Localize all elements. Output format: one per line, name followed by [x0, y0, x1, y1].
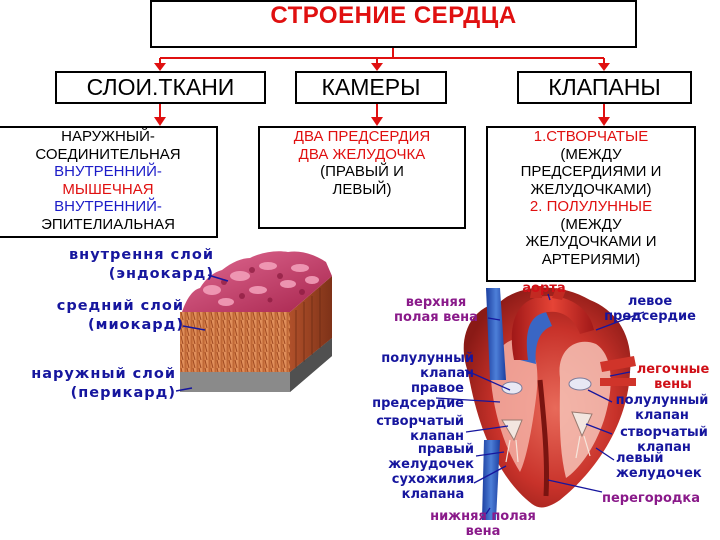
left-atrium-label-line2: предсердие: [604, 309, 696, 324]
category-layers-box: СЛОИ.ТКАНИ: [55, 71, 266, 104]
arrow-head-icon: [154, 117, 166, 126]
leader-line: [182, 325, 206, 331]
cuspid-valve-label-right-line2: клапан: [637, 440, 691, 455]
left-ventricle-cavity: [559, 341, 611, 478]
title-box: СТРОЕНИЕ СЕРДЦА: [150, 0, 637, 48]
valves-line: ЖЕЛУДОЧКАМИ): [530, 180, 652, 198]
septum-wall: [537, 379, 550, 497]
cuspid-valve-label-left-line2: клапан: [410, 429, 464, 444]
arrow-head-icon: [598, 117, 610, 126]
left-atrium-label: левое предсердие: [600, 294, 700, 324]
category-layers-label: СЛОИ.ТКАНИ: [86, 74, 235, 100]
myocardium-label-line2: (миокард): [88, 317, 184, 333]
svc-label-line2: полая вена: [394, 310, 478, 325]
right-ventricle-label-line2: желудочек: [388, 457, 474, 472]
chambers-description-box: ДВА ПРЕДСЕРДИЯ ДВА ЖЕЛУДОЧКА (ПРАВЫЙ И Л…: [258, 126, 466, 229]
svc-label: верхняя полая вена: [386, 295, 486, 325]
arrow-head-icon: [598, 63, 610, 71]
pericardium-label-line1: наружный слой: [31, 366, 176, 382]
valves-line: (МЕЖДУ: [560, 215, 622, 233]
cuspid-valve-label-right-line1: створчатый: [620, 425, 708, 440]
myocardium-label: средний слой (миокард): [36, 297, 184, 335]
ivc-label: нижняя полая вена: [418, 509, 548, 539]
semilunar-valve-label-right-line2: клапан: [635, 408, 689, 423]
leader-line: [175, 387, 193, 392]
ivc-label-line2: вена: [465, 524, 501, 539]
ivc-label-line1: нижняя полая: [430, 509, 536, 524]
superior-vena-cava: [486, 288, 506, 380]
right-ventricle-label-line1: правый: [417, 442, 474, 457]
valve-shape: [501, 419, 523, 442]
aorta-label: аорта: [522, 281, 566, 296]
chordae-label-line2: клапана: [401, 487, 465, 502]
myocardium-layer: [180, 312, 290, 372]
chambers-line: ЛЕВЫЙ): [332, 180, 392, 198]
left-ventricle-label: левый желудочек: [616, 451, 718, 481]
svc-label-line1: верхняя: [405, 295, 467, 310]
semilunar-valve-label-left-line1: полулунный: [381, 351, 474, 366]
right-atrium-label-line2: предсердие: [372, 396, 464, 411]
layers-line: МЫШЕЧНАЯ: [62, 180, 154, 198]
category-valves-box: КЛАПАНЫ: [517, 71, 692, 104]
valves-description-box: 1.СТВОРЧАТЫЕ (МЕЖДУ ПРЕДСЕРДИЯМИ И ЖЕЛУД…: [486, 126, 696, 282]
left-atrium-label-line1: левое: [627, 294, 673, 309]
arrow-head-icon: [154, 63, 166, 71]
layers-line: ВНУТРЕННИЙ-: [54, 163, 162, 180]
septum-label: перегородка: [602, 491, 700, 506]
aorta-arch: [511, 296, 594, 360]
pulmonary-veins: [600, 356, 636, 372]
semilunar-valve-label-left-line2: клапан: [420, 366, 474, 381]
pulmonary-veins-label-line2: вены: [654, 377, 692, 392]
chordae-label-line1: сухожилия: [391, 472, 475, 487]
right-atrium-label: правое предсердие: [356, 381, 464, 411]
leader-line: [207, 274, 229, 282]
category-chambers-box: КАМЕРЫ: [295, 71, 447, 104]
chambers-line: ДВА ПРЕДСЕРДИЯ: [293, 128, 431, 145]
chambers-line: (ПРАВЫЙ И: [320, 163, 404, 180]
layers-description-box: НАРУЖНЫЙ- СОЕДИНИТЕЛЬНАЯ ВНУТРЕННИЙ- МЫШ…: [0, 126, 218, 238]
endocardium-label: внутрення слой (эндокард): [36, 246, 214, 284]
semilunar-valve-label-right: полулунный клапан: [610, 393, 714, 423]
cuspid-valve-label-right: створчатый клапан: [612, 425, 716, 455]
left-ventricle-label-line2: желудочек: [616, 466, 702, 481]
chambers-line: ДВА ЖЕЛУДОЧКА: [298, 145, 426, 163]
category-chambers-label: КАМЕРЫ: [321, 74, 421, 100]
endocardium-label-line1: внутрення слой: [69, 247, 214, 263]
right-ventricle-label: правый желудочек: [368, 442, 474, 472]
myocardium-label-line1: средний слой: [56, 298, 184, 314]
chordae-label: сухожилия клапана: [384, 472, 482, 502]
layers-line: ЭПИТЕЛИАЛЬНАЯ: [41, 215, 175, 233]
layers-line: НАРУЖНЫЙ-: [61, 128, 155, 145]
valve-shape: [568, 377, 592, 391]
category-valves-label: КЛАПАНЫ: [548, 74, 661, 100]
pulmonary-veins-label-line1: легочные: [636, 362, 710, 377]
semilunar-valve-label-left: полулунный клапан: [366, 351, 474, 381]
right-atrium-label-line1: правое: [410, 381, 464, 396]
layers-line: ВНУТРЕННИЙ-: [54, 198, 162, 215]
semilunar-valve-label-right-line1: полулунный: [615, 393, 709, 408]
valves-line: ПРЕДСЕРДИЯМИ И: [520, 163, 662, 180]
left-ventricle-label-line1: левый: [616, 451, 664, 466]
cuspid-valve-label-left: створчатый клапан: [356, 414, 464, 444]
valves-line: АРТЕРИЯМИ): [541, 250, 641, 268]
layers-line: СОЕДИНИТЕЛЬНАЯ: [35, 145, 181, 163]
arrow-head-icon: [371, 117, 383, 126]
valves-line: (МЕЖДУ: [560, 145, 622, 163]
pericardium-label: наружный слой (перикард): [10, 365, 176, 403]
page-title: СТРОЕНИЕ СЕРДЦА: [270, 2, 517, 29]
cuspid-valve-label-left-line1: створчатый: [376, 414, 464, 429]
pericardium-label-line2: (перикард): [70, 385, 176, 401]
pulmonary-veins-label: легочные вены: [630, 362, 716, 392]
endocardium-label-line2: (эндокард): [108, 266, 214, 282]
arrow-head-icon: [371, 63, 383, 71]
valve-shape: [501, 381, 523, 395]
valves-line: 1.СТВОРЧАТЫЕ: [533, 128, 649, 145]
valves-line: 2. ПОЛУЛУННЫЕ: [529, 198, 653, 215]
valves-line: ЖЕЛУДОЧКАМИ И: [525, 233, 657, 250]
inferior-vena-cava: [482, 440, 500, 520]
